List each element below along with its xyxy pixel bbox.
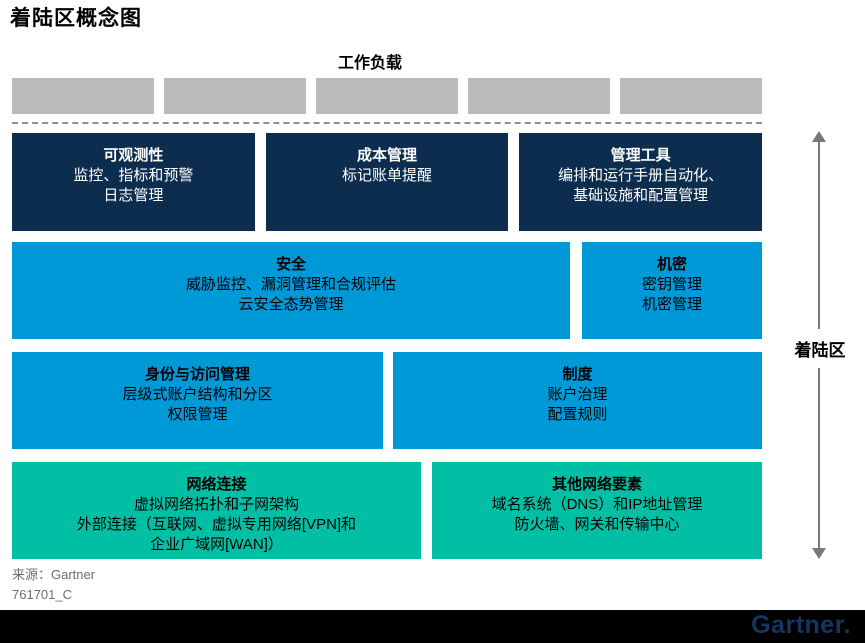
- card-line: 配置规则: [547, 406, 608, 423]
- card-title: 其他网络要素: [551, 476, 642, 493]
- card-title: 网络连接: [186, 476, 247, 493]
- workload-placeholder-box: [164, 78, 306, 114]
- card-network-connect: 网络连接 虚拟网络拓扑和子网架构 外部连接（互联网、虚拟专用网络[VPN]和 企…: [12, 462, 421, 559]
- card-line: 外部连接（互联网、虚拟专用网络[VPN]和: [76, 516, 357, 533]
- page-title: 着陆区概念图: [10, 7, 142, 30]
- card-line: 域名系统（DNS）和IP地址管理: [491, 496, 703, 513]
- card-secrets: 机密 密钥管理 机密管理: [582, 242, 762, 339]
- gartner-logo: Gartner.: [751, 611, 851, 639]
- card-title: 身份与访问管理: [144, 366, 250, 383]
- card-line: 机密管理: [641, 296, 702, 313]
- workloads-row: [12, 78, 762, 114]
- card-line: 编排和运行手册自动化、: [558, 167, 724, 184]
- card-title: 可观测性: [103, 147, 164, 164]
- network-row: 网络连接 虚拟网络拓扑和子网架构 外部连接（互联网、虚拟专用网络[VPN]和 企…: [12, 462, 762, 559]
- card-line: 标记账单提醒: [342, 167, 433, 184]
- identity-row: 身份与访问管理 层级式账户结构和分区 权限管理 制度 账户治理 配置规则: [12, 352, 762, 449]
- card-line: 基础设施和配置管理: [573, 187, 709, 204]
- card-line: 企业广域网[WAN]）: [150, 536, 283, 553]
- card-cost-management: 成本管理 标记账单提醒: [265, 133, 509, 231]
- card-line: 云安全态势管理: [238, 296, 344, 313]
- card-management-tools: 管理工具 编排和运行手册自动化、 基础设施和配置管理: [519, 133, 763, 231]
- workload-placeholder-box: [620, 78, 762, 114]
- card-title: 安全: [275, 256, 306, 273]
- workload-placeholder-box: [12, 78, 154, 114]
- source-text: 来源：Gartner: [12, 567, 96, 582]
- card-line: 密钥管理: [641, 276, 702, 293]
- dashed-separator: [12, 122, 762, 124]
- card-identity-access: 身份与访问管理 层级式账户结构和分区 权限管理: [12, 352, 383, 449]
- landing-zone-label: 着陆区: [789, 329, 851, 368]
- card-title: 机密: [656, 256, 687, 273]
- card-line: 账户治理: [547, 386, 608, 403]
- card-line: 防火墙、网关和传输中心: [514, 516, 680, 533]
- card-line: 层级式账户结构和分区: [122, 386, 273, 403]
- operations-row: 可观测性 监控、指标和预警 日志管理 成本管理 标记账单提醒 管理工具 编排和运…: [12, 133, 763, 231]
- security-row: 安全 威胁监控、漏洞管理和合规评估 云安全态势管理 机密 密钥管理 机密管理: [12, 242, 762, 339]
- card-security: 安全 威胁监控、漏洞管理和合规评估 云安全态势管理: [12, 242, 570, 339]
- footer-bar: Gartner.: [0, 610, 865, 643]
- card-line: 权限管理: [167, 406, 228, 423]
- card-title: 成本管理: [357, 147, 418, 164]
- card-policy: 制度 账户治理 配置规则: [393, 352, 762, 449]
- card-line: 日志管理: [103, 187, 164, 204]
- card-title: 制度: [562, 366, 593, 383]
- card-line: 监控、指标和预警: [73, 167, 194, 184]
- workloads-label: 工作负载: [337, 55, 402, 72]
- card-title: 管理工具: [610, 147, 671, 164]
- card-line: 虚拟网络拓扑和子网架构: [133, 496, 299, 513]
- document-id: 761701_C: [12, 587, 72, 602]
- card-other-network: 其他网络要素 域名系统（DNS）和IP地址管理 防火墙、网关和传输中心: [432, 462, 762, 559]
- workload-placeholder-box: [468, 78, 610, 114]
- workload-placeholder-box: [316, 78, 458, 114]
- card-observability: 可观测性 监控、指标和预警 日志管理: [12, 133, 255, 231]
- card-line: 威胁监控、漏洞管理和合规评估: [185, 276, 396, 293]
